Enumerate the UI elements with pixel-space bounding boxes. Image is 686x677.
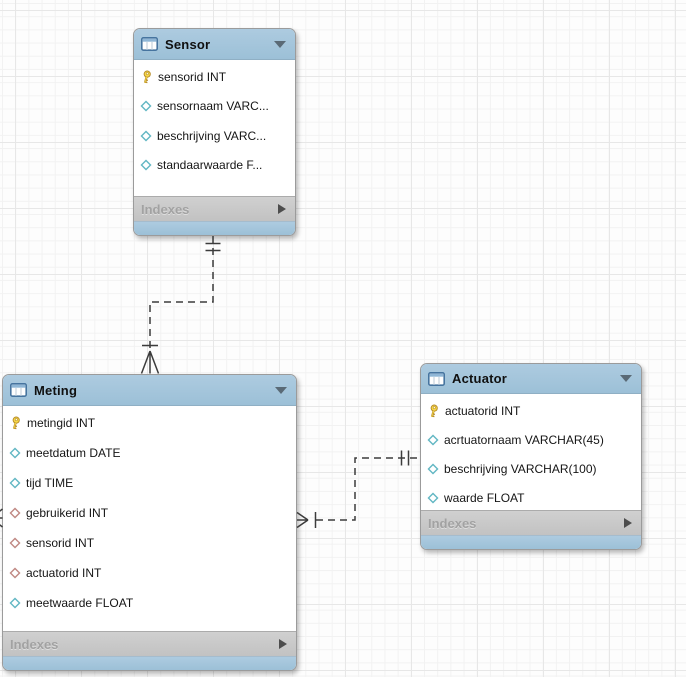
column-row[interactable]: beschrijving VARC... xyxy=(134,121,295,151)
column-icon xyxy=(427,462,439,475)
column-label: beschrijving VARCHAR(100) xyxy=(444,461,597,476)
column-label: sensorid INT xyxy=(26,536,95,550)
table-columns: sensorid INT sensornaam VARC... beschrij… xyxy=(134,60,295,196)
column-label: metingid INT xyxy=(27,416,96,430)
column-row[interactable]: waarde FLOAT xyxy=(421,483,641,510)
column-row[interactable]: meetwaarde FLOAT xyxy=(3,588,296,618)
collapse-arrow-icon[interactable] xyxy=(275,386,287,394)
expand-indexes-icon[interactable] xyxy=(278,204,286,214)
column-label: sensornaam VARC... xyxy=(157,99,269,114)
foreign-key-icon xyxy=(9,537,21,549)
column-icon xyxy=(140,100,152,112)
column-row[interactable]: tijd TIME xyxy=(3,468,296,498)
column-row[interactable]: sensorid INT xyxy=(3,528,296,558)
table-header[interactable]: Actuator xyxy=(421,364,641,394)
primary-key-icon xyxy=(427,403,440,418)
column-row[interactable]: acrtuatornaam VARCHAR(45) xyxy=(421,425,641,454)
column-label: meetdatum DATE xyxy=(26,446,121,460)
column-label: gebruikerid INT xyxy=(26,506,109,520)
column-label: tijd TIME xyxy=(26,476,74,490)
column-row[interactable]: standaarwaarde F... xyxy=(134,151,295,181)
table-icon xyxy=(141,37,158,51)
table-meting[interactable]: Meting metingid INT meetdatum DATE tijd … xyxy=(2,374,297,671)
column-icon xyxy=(427,433,439,446)
indexes-label: Indexes xyxy=(10,636,59,652)
table-actuator[interactable]: Actuator actuatorid INT acrtuatornaam VA… xyxy=(420,363,642,550)
indexes-row[interactable]: Indexes xyxy=(134,196,295,221)
table-title: Sensor xyxy=(165,36,211,52)
collapse-arrow-icon[interactable] xyxy=(274,40,286,48)
column-row[interactable]: sensornaam VARC... xyxy=(134,92,295,122)
indexes-row[interactable]: Indexes xyxy=(421,510,641,535)
column-row[interactable]: sensorid INT xyxy=(134,62,295,92)
column-label: beschrijving VARC... xyxy=(157,128,267,143)
column-icon xyxy=(9,597,21,609)
column-icon xyxy=(140,159,152,171)
primary-key-icon xyxy=(140,70,153,84)
table-icon xyxy=(10,383,27,397)
column-label: meetwaarde FLOAT xyxy=(26,596,134,610)
column-row[interactable]: gebruikerid INT xyxy=(3,498,296,528)
foreign-key-icon xyxy=(9,567,21,579)
table-footer xyxy=(3,656,296,670)
expand-indexes-icon[interactable] xyxy=(624,518,632,528)
table-title: Meting xyxy=(34,382,78,398)
expand-indexes-icon[interactable] xyxy=(279,639,287,649)
column-label: actuatorid INT xyxy=(26,566,102,580)
table-header[interactable]: Meting xyxy=(3,375,296,406)
column-row[interactable]: actuatorid INT xyxy=(3,558,296,588)
table-title: Actuator xyxy=(452,371,508,386)
column-label: waarde FLOAT xyxy=(444,490,525,505)
foreign-key-icon xyxy=(9,507,21,519)
indexes-label: Indexes xyxy=(428,515,477,531)
column-label: sensorid INT xyxy=(158,69,227,84)
table-icon xyxy=(428,371,445,386)
table-footer xyxy=(421,535,641,549)
column-row[interactable]: actuatorid INT xyxy=(421,396,641,425)
column-row[interactable]: beschrijving VARCHAR(100) xyxy=(421,454,641,483)
column-icon xyxy=(9,447,21,459)
column-icon xyxy=(140,130,152,142)
column-row[interactable]: meetdatum DATE xyxy=(3,438,296,468)
column-row[interactable]: metingid INT xyxy=(3,408,296,438)
column-icon xyxy=(9,477,21,489)
column-label: standaarwaarde F... xyxy=(157,158,263,173)
table-columns: actuatorid INT acrtuatornaam VARCHAR(45)… xyxy=(421,394,641,510)
table-sensor[interactable]: Sensor sensorid INT sensornaam VARC... b… xyxy=(133,28,296,236)
table-columns: metingid INT meetdatum DATE tijd TIME ge… xyxy=(3,406,296,631)
column-label: actuatorid INT xyxy=(445,403,521,418)
relationship-actuator-meting[interactable] xyxy=(296,450,419,529)
table-header[interactable]: Sensor xyxy=(134,29,295,60)
indexes-label: Indexes xyxy=(141,201,190,217)
collapse-arrow-icon[interactable] xyxy=(620,375,632,382)
relationship-sensor-meting[interactable] xyxy=(140,236,221,374)
column-label: acrtuatornaam VARCHAR(45) xyxy=(444,432,604,447)
primary-key-icon xyxy=(9,416,22,430)
column-icon xyxy=(427,491,439,504)
table-footer xyxy=(134,221,295,235)
indexes-row[interactable]: Indexes xyxy=(3,631,296,656)
